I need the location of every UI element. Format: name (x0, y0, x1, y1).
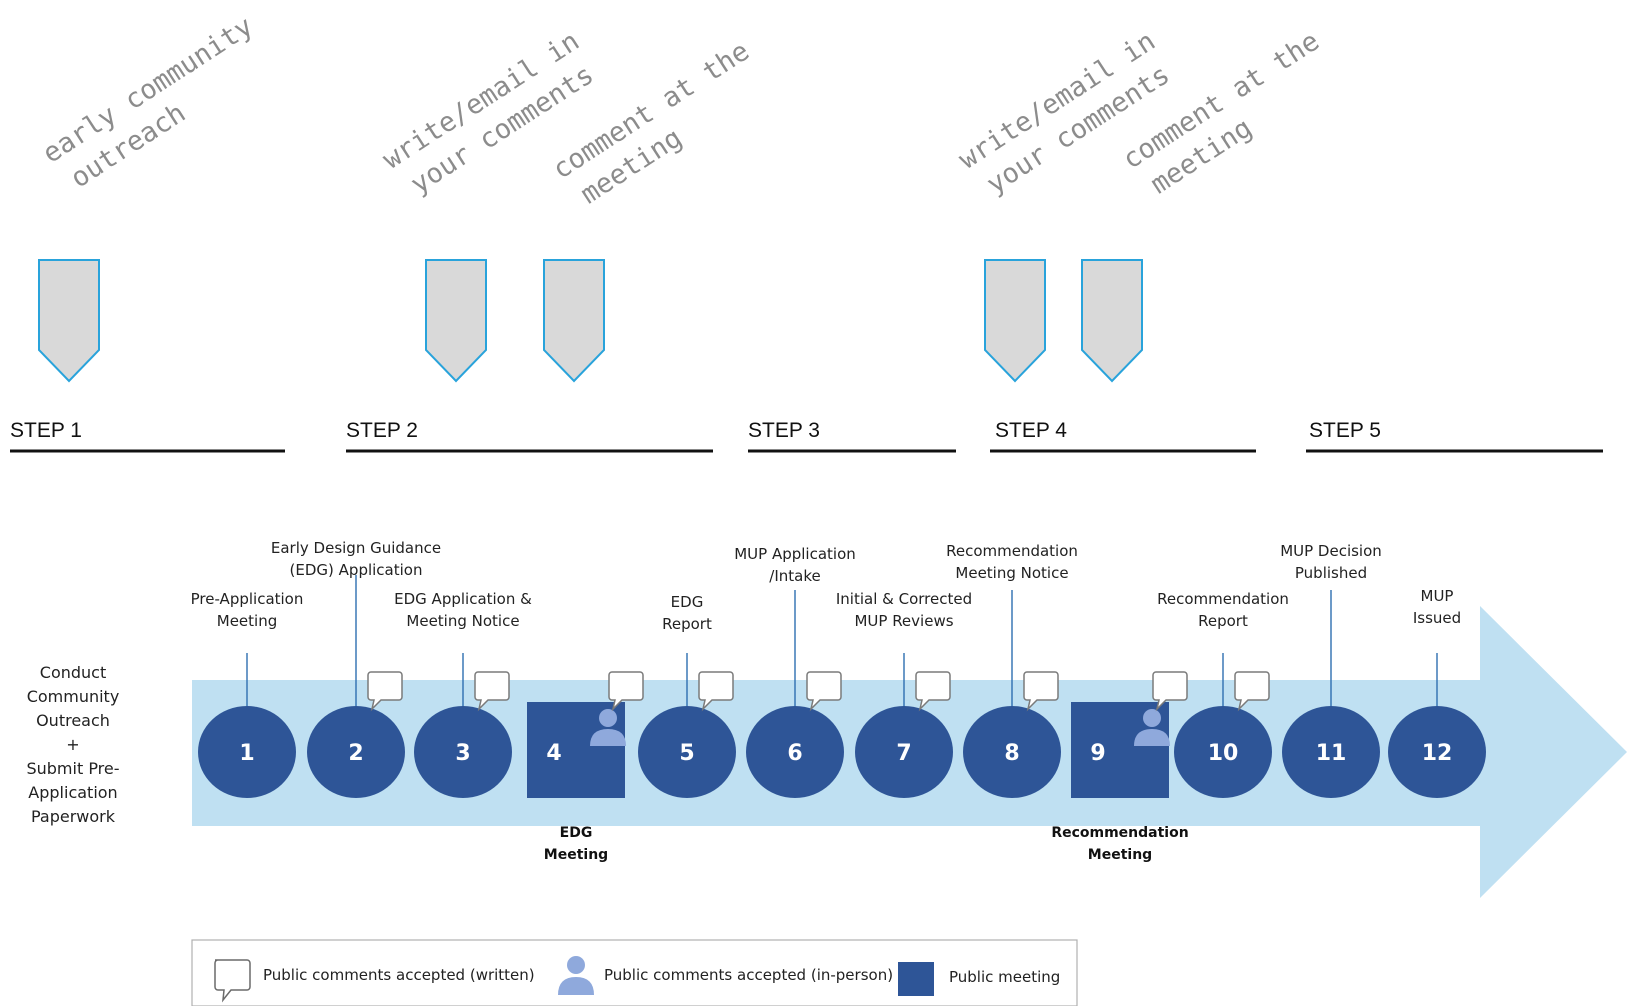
marker-pentagon-icon (543, 259, 605, 383)
node-number: 4 (546, 741, 561, 766)
marker-pentagon-icon (425, 259, 487, 383)
node-number: 6 (787, 741, 802, 766)
node-circle (414, 706, 512, 798)
step-label-5: STEP 5 (1309, 419, 1381, 442)
legend-meeting-label: Public meeting (949, 968, 1060, 986)
node-number: 9 (1090, 741, 1105, 766)
person-icon (558, 956, 594, 995)
marker-pentagon-icon (38, 259, 100, 383)
node-label: MUP Application/Intake (734, 545, 856, 585)
speech-bubble-icon (1234, 671, 1270, 712)
node-number: 8 (1004, 741, 1019, 766)
speech-bubble-icon (1152, 671, 1188, 712)
node-circle (963, 706, 1061, 798)
node-number: 2 (348, 741, 363, 766)
markers (38, 259, 1143, 383)
node-circle (1388, 706, 1486, 798)
left-label-line: Paperwork (31, 807, 116, 826)
node-number: 11 (1316, 741, 1347, 766)
person-icon (590, 709, 626, 746)
person-icon (1134, 709, 1170, 746)
step-node-3: EDG Application &Meeting Notice 3 (394, 590, 532, 798)
marker-pentagon-icon (1081, 259, 1143, 383)
node-number: 12 (1422, 741, 1453, 766)
node-number: 1 (239, 741, 254, 766)
step-label-2: STEP 2 (346, 419, 418, 442)
step-headers: STEP 1 STEP 2 STEP 3 STEP 4 STEP 5 (10, 419, 1603, 453)
legend-in-person-label: Public comments accepted (in-person) (604, 966, 893, 984)
node-circle (1174, 706, 1272, 798)
node-circle (638, 706, 736, 798)
node-circle (307, 706, 405, 798)
node-circle (746, 706, 844, 798)
node-circle (1282, 706, 1380, 798)
speech-bubble-icon (915, 671, 951, 712)
node-label: Early Design Guidance(EDG) Application (271, 539, 441, 579)
step-label-1: STEP 1 (10, 419, 82, 442)
speech-bubble-icon (698, 671, 734, 712)
node-number: 5 (679, 741, 694, 766)
speech-bubble-icon (367, 671, 403, 712)
left-label-line: Application (28, 783, 117, 802)
speech-bubble-icon (214, 959, 251, 1003)
step-label-4: STEP 4 (995, 419, 1067, 442)
step-label-3: STEP 3 (748, 419, 820, 442)
left-label-line: + (66, 735, 79, 754)
legend-written-label: Public comments accepted (written) (263, 966, 535, 984)
legend: Public comments accepted (written) Publi… (191, 939, 1078, 1006)
node-circle (198, 706, 296, 798)
left-label-line: Submit Pre- (26, 759, 119, 778)
step-node-6: MUP Application/Intake 6 (734, 545, 856, 798)
left-label-line: Outreach (36, 711, 110, 730)
speech-bubble-icon (1023, 671, 1059, 712)
speech-bubble-icon (608, 671, 644, 712)
speech-bubble-icon (806, 671, 842, 712)
step-node-2: Early Design Guidance(EDG) Application 2 (271, 539, 441, 798)
marker-pentagon-icon (984, 259, 1046, 383)
node-number: 3 (455, 741, 470, 766)
node-number: 10 (1208, 741, 1239, 766)
left-label-line: Conduct (40, 663, 106, 682)
left-label-line: Community (27, 687, 120, 706)
node-number: 7 (896, 741, 911, 766)
speech-bubble-icon (474, 671, 510, 712)
square-icon (898, 962, 934, 996)
node-circle (855, 706, 953, 798)
node-label: EDG Application &Meeting Notice (394, 590, 532, 630)
